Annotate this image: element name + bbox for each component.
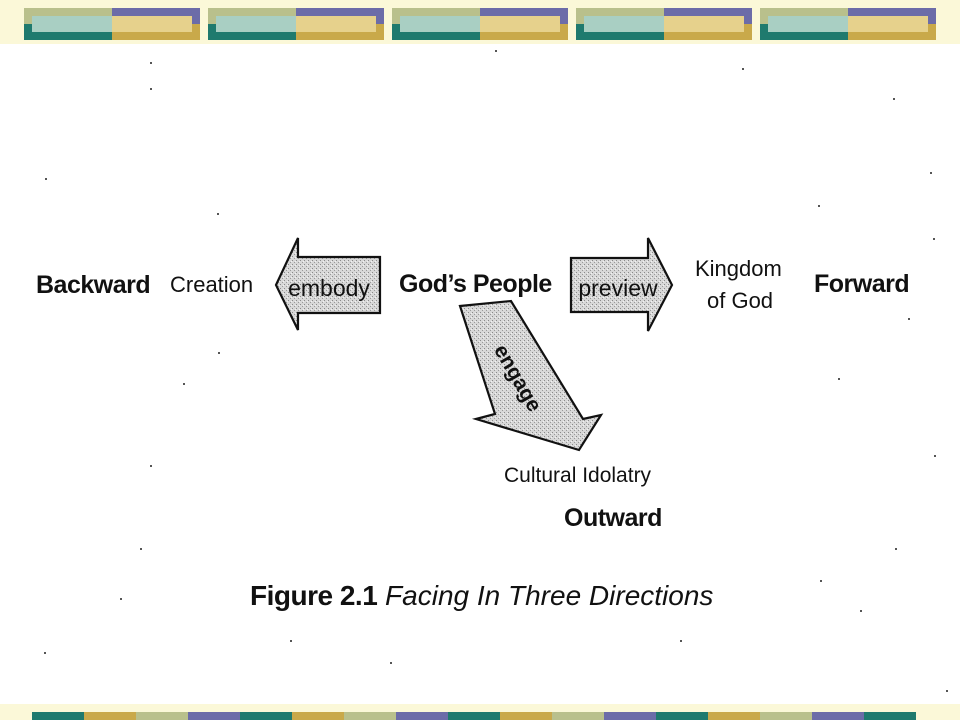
speckle xyxy=(934,455,936,457)
bottom-segment xyxy=(84,712,136,720)
speckle xyxy=(838,378,840,380)
speckle xyxy=(290,640,292,642)
speckle xyxy=(930,172,932,174)
cultural-idolatry-label: Cultural Idolatry xyxy=(504,464,652,487)
speckle xyxy=(120,598,122,600)
bottom-segment xyxy=(396,712,448,720)
top-block xyxy=(760,8,936,40)
speckle xyxy=(390,662,392,664)
gods-people-label: God’s People xyxy=(399,270,552,298)
bottom-segment xyxy=(760,712,812,720)
top-block-inner xyxy=(400,16,560,32)
embody-arrow xyxy=(274,237,382,331)
top-block xyxy=(576,8,752,40)
top-block-inner-left xyxy=(216,16,296,32)
speckle xyxy=(680,640,682,642)
speckle xyxy=(933,238,935,240)
outward-label: Outward xyxy=(564,504,662,532)
speckle xyxy=(150,88,152,90)
speckle xyxy=(908,318,910,320)
speckle xyxy=(860,610,862,612)
speckle xyxy=(820,580,822,582)
top-block-inner-left xyxy=(768,16,848,32)
forward-label: Forward xyxy=(814,270,910,298)
figure-number: Figure 2.1 xyxy=(250,580,378,611)
creation-label: Creation xyxy=(170,272,254,297)
bottom-segment xyxy=(32,712,84,720)
top-block-inner xyxy=(768,16,928,32)
top-block xyxy=(392,8,568,40)
top-block-inner-right xyxy=(112,16,192,32)
top-block xyxy=(208,8,384,40)
bottom-segment xyxy=(812,712,864,720)
top-block xyxy=(24,8,200,40)
bottom-segment xyxy=(708,712,760,720)
backward-label: Backward xyxy=(36,271,151,299)
top-block-inner-right xyxy=(480,16,560,32)
preview-arrow xyxy=(569,237,674,332)
speckle xyxy=(742,68,744,70)
top-block-inner-right xyxy=(296,16,376,32)
bottom-segment xyxy=(188,712,240,720)
embody-label: embody xyxy=(288,275,370,301)
bottom-segment xyxy=(500,712,552,720)
kingdom-line1: Kingdom xyxy=(695,256,782,281)
bottom-segment xyxy=(344,712,396,720)
top-block-inner xyxy=(584,16,744,32)
bottom-segment xyxy=(292,712,344,720)
speckle xyxy=(150,465,152,467)
speckle xyxy=(946,690,948,692)
bottom-segment xyxy=(448,712,500,720)
kingdom-line2: of God xyxy=(707,288,774,313)
engage-arrow xyxy=(458,299,604,452)
top-block-inner-right xyxy=(664,16,744,32)
speckle xyxy=(893,98,895,100)
speckle xyxy=(218,352,220,354)
bottom-segment xyxy=(656,712,708,720)
top-block-inner-right xyxy=(848,16,928,32)
figure-caption: Figure 2.1 Facing In Three Directions xyxy=(250,580,713,612)
speckle xyxy=(44,652,46,654)
top-block-inner xyxy=(216,16,376,32)
speckle xyxy=(818,205,820,207)
preview-label: preview xyxy=(578,275,658,301)
speckle xyxy=(895,548,897,550)
speckle xyxy=(183,383,185,385)
bottom-segment xyxy=(864,712,916,720)
top-block-inner-left xyxy=(400,16,480,32)
bottom-segment xyxy=(604,712,656,720)
bottom-segment xyxy=(240,712,292,720)
top-block-inner-left xyxy=(584,16,664,32)
bottom-segment xyxy=(136,712,188,720)
speckle xyxy=(150,62,152,64)
figure-title: Facing In Three Directions xyxy=(385,580,714,611)
bottom-segment xyxy=(552,712,604,720)
top-block-inner xyxy=(32,16,192,32)
speckle xyxy=(495,50,497,52)
speckle xyxy=(45,178,47,180)
speckle xyxy=(140,548,142,550)
speckle xyxy=(217,213,219,215)
top-block-inner-left xyxy=(32,16,112,32)
